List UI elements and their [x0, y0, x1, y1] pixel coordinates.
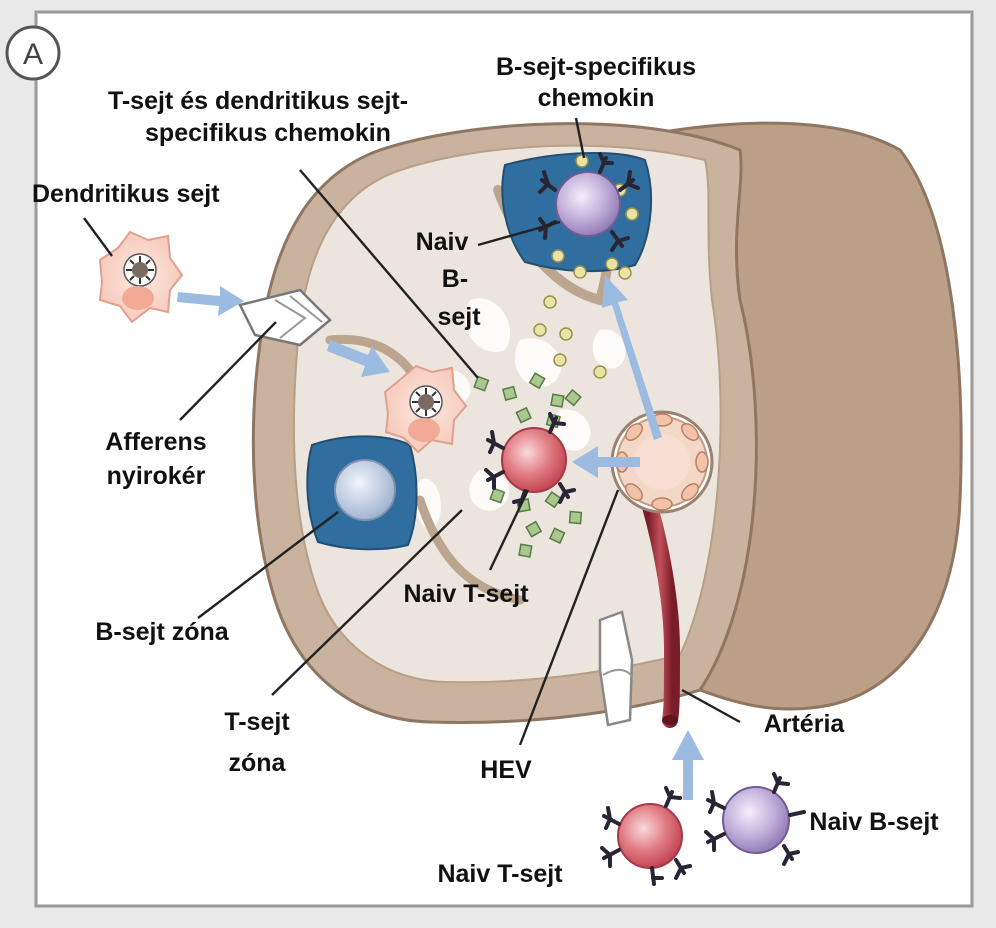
panel-letter-badge: A [7, 27, 59, 79]
label-naive-t-outside: Naiv T-sejt [437, 860, 563, 888]
label-b-chemokine-line1: B-sejt-specifikus [496, 53, 696, 81]
label-naive-b-outside: Naiv B-sejt [809, 808, 939, 836]
label-naive-b-inside-3: sejt [437, 303, 481, 331]
artery-opening [662, 715, 678, 725]
label-t-zone-1: T-sejt [224, 708, 290, 736]
b-zone-nucleus [335, 460, 395, 520]
label-dendritic-cell: Dendritikus sejt [32, 180, 220, 208]
label-b-zone: B-sejt zóna [95, 618, 229, 646]
label-t-zone-2: zóna [229, 749, 287, 777]
label-t-chemokine-line1: T-sejt és dendritikus sejt- [108, 87, 408, 115]
label-naive-t-inside: Naiv T-sejt [403, 580, 529, 608]
panel-letter: A [23, 38, 43, 71]
label-artery: Artéria [764, 710, 846, 738]
label-hev: HEV [480, 756, 532, 784]
label-b-chemokine-line2: chemokin [538, 84, 655, 112]
label-afferent-2: nyirokér [107, 462, 206, 490]
label-afferent-1: Afferens [105, 428, 206, 456]
label-naive-b-inside-2: B- [442, 265, 468, 293]
label-naive-b-inside-1: Naiv [416, 228, 469, 256]
label-t-chemokine-line2: specifikus chemokin [145, 119, 391, 147]
